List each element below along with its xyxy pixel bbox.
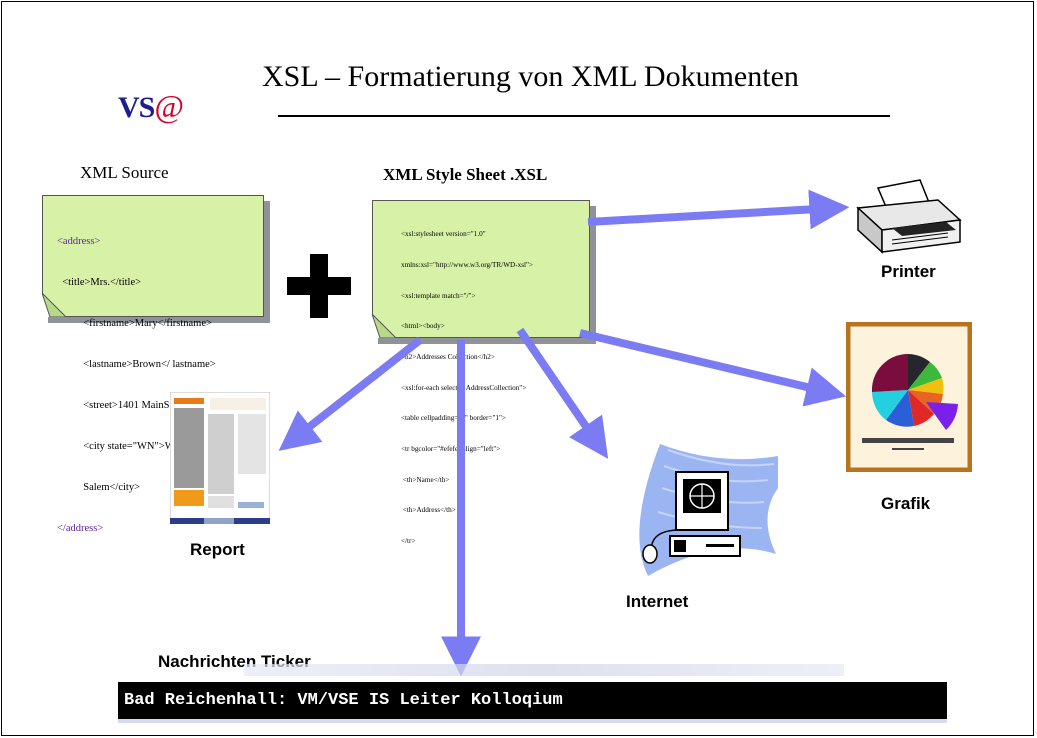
xsl-line: <table cellpadding="4" border="1"> [401, 414, 506, 423]
report-label: Report [190, 540, 245, 559]
xsl-line: <th>Address</th> [401, 506, 456, 515]
xsl-stylesheet-document: <xsl:stylesheet version="1.0" xmlns:xsl=… [372, 200, 590, 545]
xsl-code: <xsl:stylesheet version="1.0" xmlns:xsl=… [401, 209, 533, 567]
grafik-label: Grafik [881, 494, 931, 513]
xml-line: <city state="WN">Winston [57, 440, 200, 452]
xsl-sheet-label: XML Style Sheet .XSL [383, 165, 548, 184]
xsl-line: <xsl:template match="/"> [401, 291, 476, 300]
internet-label: Internet [626, 592, 689, 611]
xml-line: <title>Mrs.</title> [57, 277, 142, 289]
slide-title: XSL – Formatierung von XML Dokumenten [262, 60, 799, 93]
logo-text: VS [118, 91, 155, 124]
xml-line: <firstname>Mary</firstname> [57, 318, 212, 330]
page-fold-icon [42, 293, 66, 317]
chart-graphic-icon [846, 322, 972, 472]
xml-line: Salem</city> [57, 481, 141, 493]
printer-label: Printer [881, 262, 936, 281]
xml-source-code: <address> <title>Mrs.</title> <firstname… [57, 208, 228, 563]
arrow-to-printer [587, 189, 850, 230]
page-fold-icon [372, 314, 396, 338]
xml-line: </address> [57, 522, 104, 534]
xml-source-label: XML Source [80, 163, 169, 182]
xsl-line: <tr bgcolor="#efefef align="left"> [401, 445, 501, 454]
internet-computer-icon [639, 444, 778, 576]
arrow-to-grafik [579, 329, 847, 407]
arrow-to-internet [516, 327, 609, 459]
xsl-line: </tr> [401, 537, 416, 545]
plus-icon [287, 254, 351, 318]
xml-line: <address> [57, 236, 101, 248]
xml-source-document: <address> <title>Mrs.</title> <firstname… [42, 195, 264, 534]
vse-logo: VS@ [118, 88, 184, 125]
arrow-to-report [278, 336, 423, 451]
xsl-line: xmlns:xsl="http://www.w3.org/TR/WD-xsl"> [401, 261, 533, 270]
xsl-line: <xsl:for-each select=" AddressCollection… [401, 383, 527, 392]
xsl-line: <xsl:stylesheet version="1.0" [401, 230, 486, 239]
xml-line: <lastname>Brown</ lastname> [57, 359, 216, 371]
ticker-ghost-text [244, 664, 844, 676]
logo-mark: @ [154, 88, 183, 124]
xsl-line: <h2>Addresses Collection</h2> [401, 353, 495, 362]
ticker-shadow [118, 719, 947, 723]
xsl-line: <th>Name</th> [401, 475, 450, 484]
printer-icon [856, 179, 962, 254]
news-ticker-bar: Bad Reichenhall: VM/VSE IS Leiter Kolloq… [118, 682, 947, 719]
report-document-icon [170, 392, 270, 524]
xsl-line: <html><body> [401, 322, 445, 331]
title-underline [278, 115, 890, 117]
